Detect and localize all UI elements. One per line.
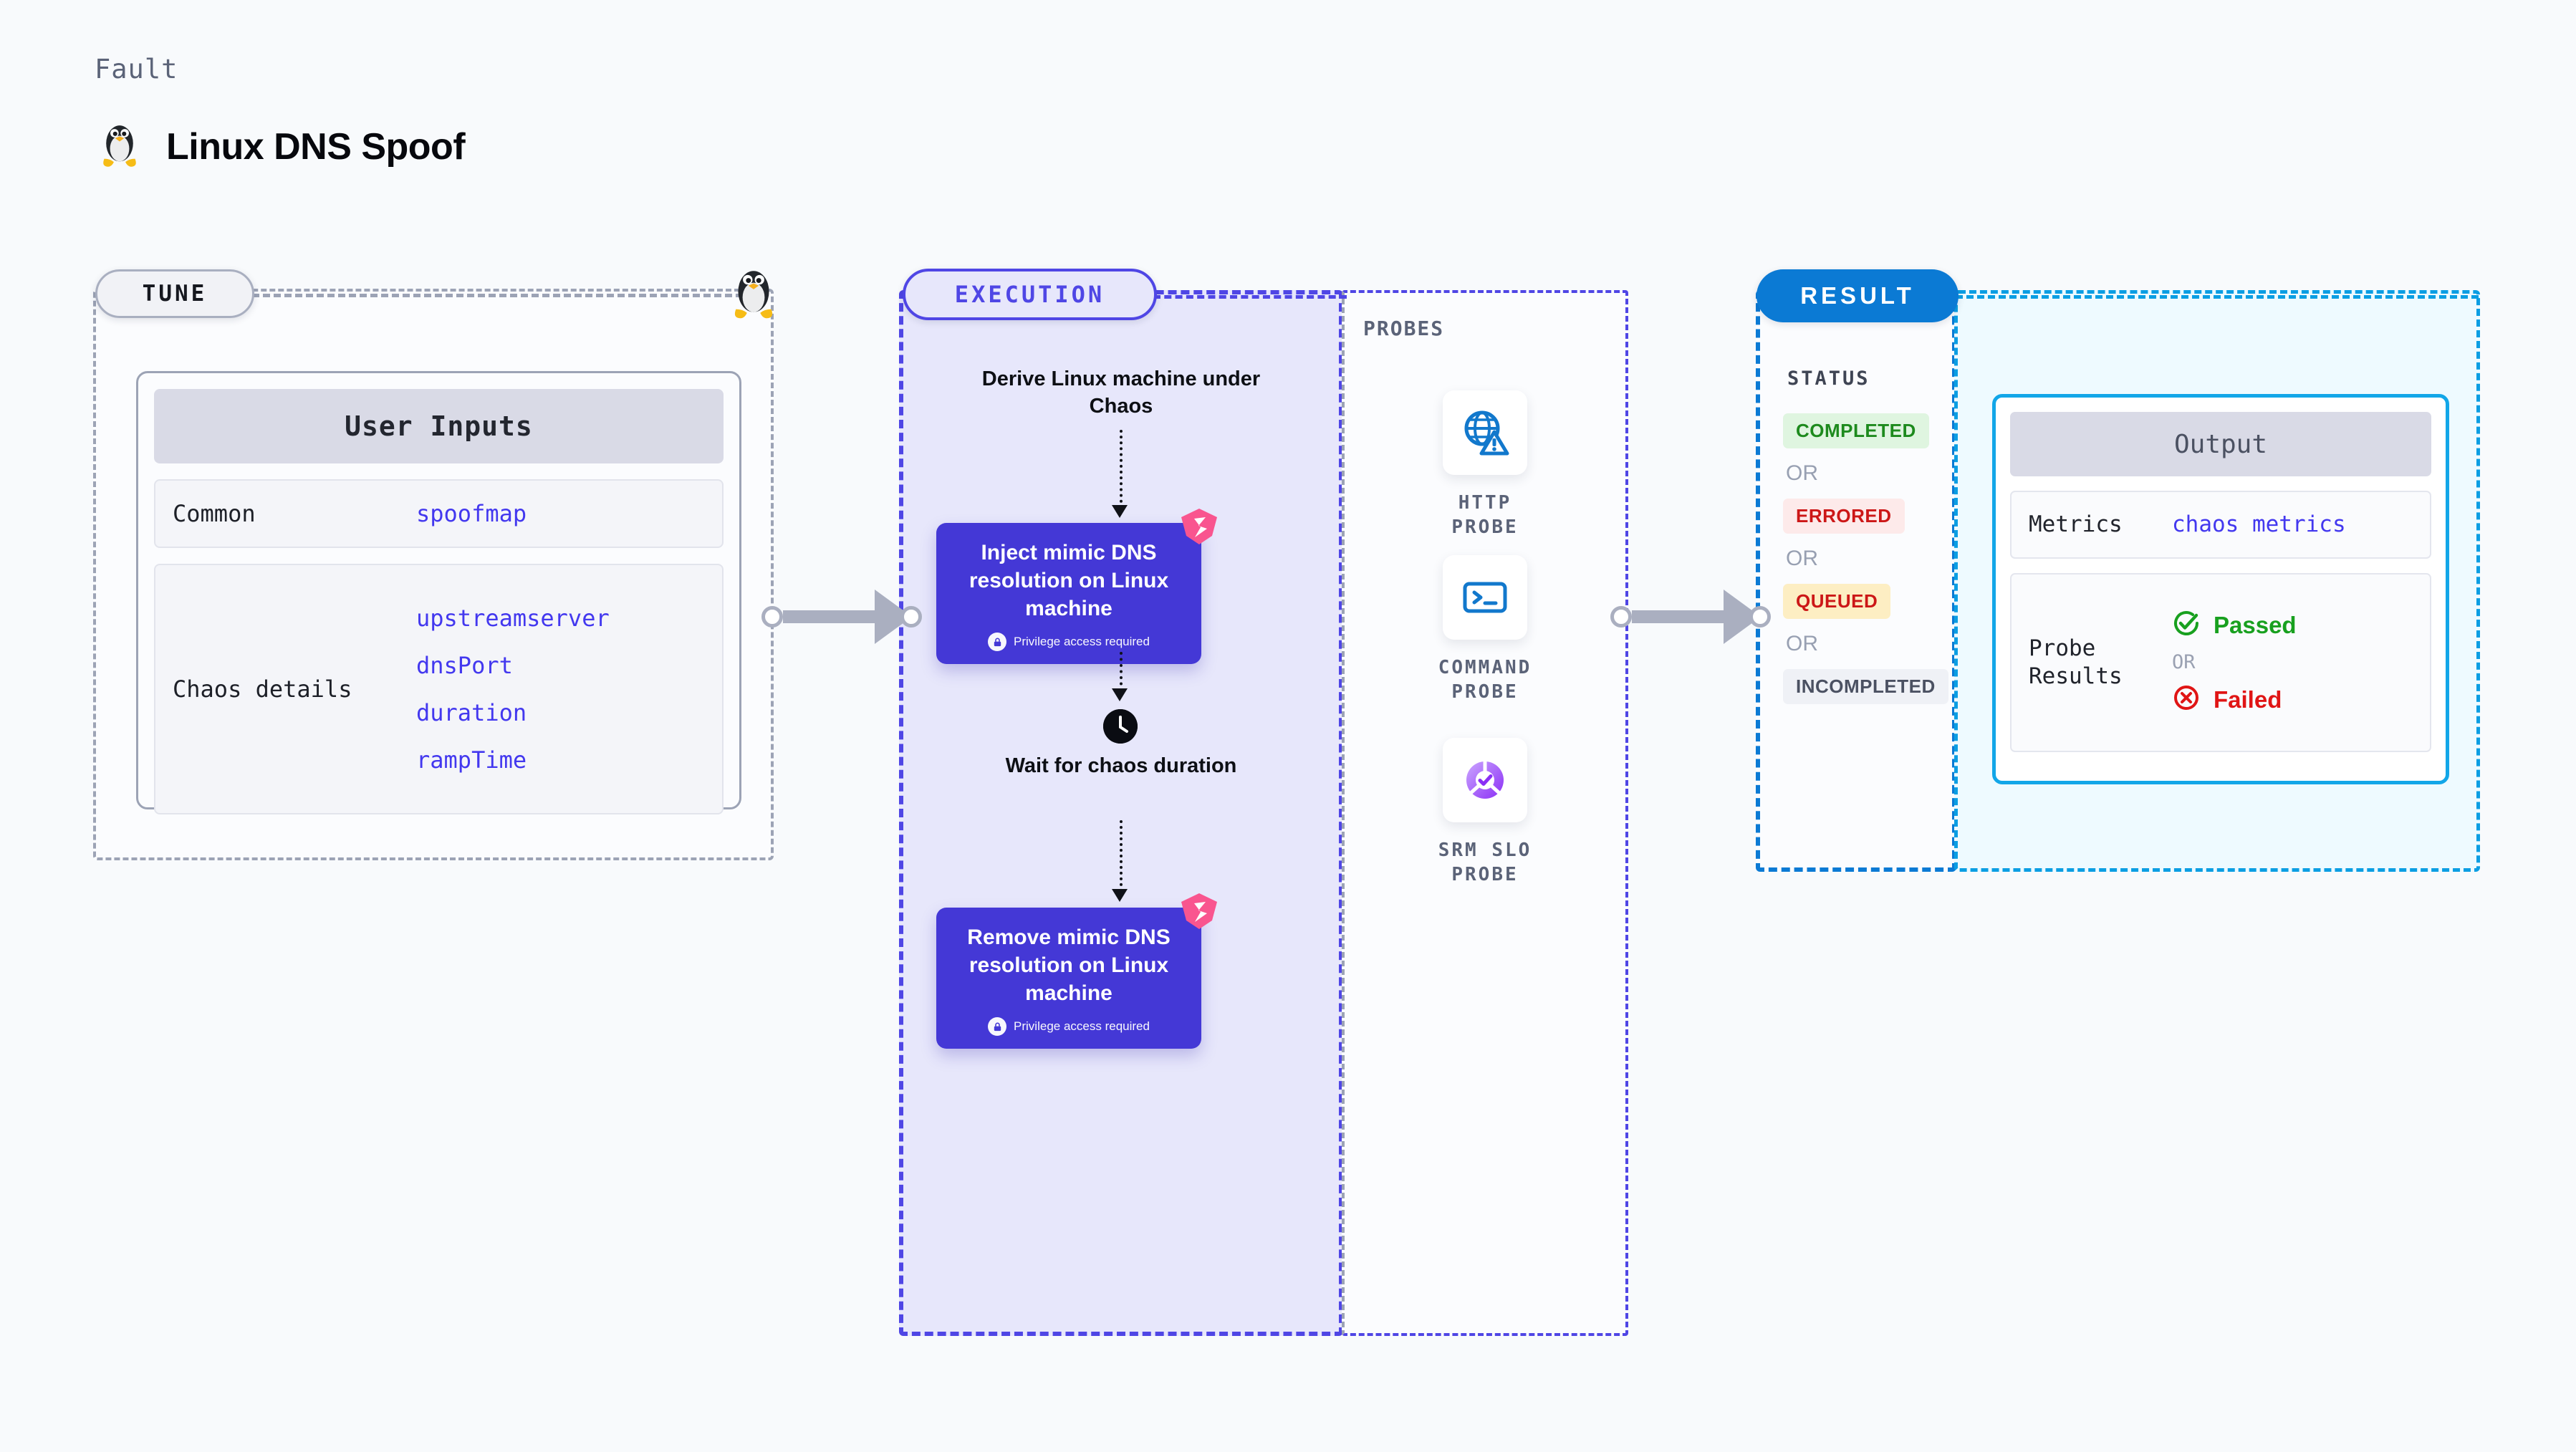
flow-connector-1 bbox=[1120, 430, 1123, 509]
result-dashed-connector bbox=[1956, 295, 2479, 299]
user-inputs-title: User Inputs bbox=[154, 389, 724, 463]
status-list: COMPLETED OR ERRORED OR QUEUED OR INCOMP… bbox=[1783, 413, 1948, 704]
probes-title: PROBES bbox=[1363, 317, 1445, 340]
x-circle-icon bbox=[2172, 683, 2201, 716]
connector-start-dot bbox=[1610, 606, 1632, 628]
tune-pill-label[interactable]: TUNE bbox=[95, 269, 254, 318]
flow-arrow-1 bbox=[1112, 505, 1128, 518]
remove-step-note-row: Privilege access required bbox=[952, 1017, 1186, 1036]
probe-result-or: OR bbox=[2172, 651, 2196, 674]
inject-step-title: Inject mimic DNS resolution on Linux mac… bbox=[969, 541, 1169, 620]
tune-value: dnsPort bbox=[416, 652, 513, 679]
probe-label: HTTP PROBE bbox=[1451, 492, 1519, 539]
tune-value: upstreamserver bbox=[416, 605, 610, 632]
user-inputs-card: User Inputs Common spoofmap Chaos detail… bbox=[136, 371, 741, 814]
flow-arrow-2 bbox=[1112, 688, 1128, 701]
probe-result-options: Passed OR Failed bbox=[2172, 609, 2297, 716]
remove-step-note: Privilege access required bbox=[1014, 1019, 1150, 1033]
inject-step-box[interactable]: Inject mimic DNS resolution on Linux mac… bbox=[936, 509, 1217, 664]
flow-arrow-3 bbox=[1112, 889, 1128, 902]
lock-icon bbox=[988, 1017, 1007, 1036]
globe-alert-icon bbox=[1443, 390, 1527, 475]
terminal-icon bbox=[1443, 555, 1527, 640]
status-badge-errored: ERRORED bbox=[1783, 499, 1905, 534]
connector-shaft bbox=[1632, 610, 1725, 623]
remove-step-title: Remove mimic DNS resolution on Linux mac… bbox=[967, 925, 1171, 1005]
tune-dashed-connector bbox=[252, 294, 754, 297]
output-card: Output Metrics chaos metrics Probe Resul… bbox=[1992, 394, 2449, 784]
inject-step-note: Privilege access required bbox=[1014, 635, 1150, 648]
tune-value: rampTime bbox=[416, 746, 527, 774]
chaos-badge-icon bbox=[1177, 504, 1221, 549]
clock-icon bbox=[1103, 709, 1138, 744]
linux-penguin-icon bbox=[99, 120, 140, 173]
lock-icon bbox=[988, 633, 1007, 651]
output-row-key: Probe Results bbox=[2029, 635, 2123, 689]
slo-check-icon bbox=[1443, 738, 1527, 822]
status-badge-incompleted: INCOMPLETED bbox=[1783, 669, 1948, 704]
status-or: OR bbox=[1786, 632, 1818, 655]
tune-row-chaos-details: Chaos details upstreamserver dnsPort dur… bbox=[154, 564, 724, 814]
probe-result-failed: Failed bbox=[2172, 683, 2297, 716]
tune-value: spoofmap bbox=[416, 500, 527, 527]
flow-connector-3 bbox=[1120, 820, 1123, 892]
inject-step-note-row: Privilege access required bbox=[952, 633, 1186, 651]
connector-shaft bbox=[783, 610, 876, 623]
status-badge-queued: QUEUED bbox=[1783, 584, 1891, 619]
status-or: OR bbox=[1786, 461, 1818, 485]
output-row-probe-results: Probe Results Passed OR bbox=[2010, 572, 2431, 752]
tune-row-values: upstreamserver dnsPort duration rampTime bbox=[416, 605, 610, 774]
probe-srm-slo[interactable]: SRM SLO PROBE bbox=[1421, 738, 1549, 888]
chaos-badge-icon bbox=[1177, 889, 1221, 933]
check-circle-icon bbox=[2172, 609, 2201, 641]
connector-tune-to-execution bbox=[761, 590, 922, 644]
status-or: OR bbox=[1786, 547, 1818, 570]
probe-command[interactable]: COMMAND PROBE bbox=[1421, 555, 1549, 705]
status-title: STATUS bbox=[1787, 367, 1870, 390]
probe-http[interactable]: HTTP PROBE bbox=[1421, 390, 1549, 540]
output-row-value: chaos metrics bbox=[2172, 511, 2346, 538]
failed-label: Failed bbox=[2214, 686, 2282, 713]
output-row-metrics: Metrics chaos metrics bbox=[2010, 491, 2431, 559]
derive-caption: Derive Linux machine under Chaos bbox=[981, 367, 1261, 418]
tune-row-values: spoofmap bbox=[416, 500, 527, 527]
status-badge-completed: COMPLETED bbox=[1783, 413, 1929, 448]
connector-end-dot bbox=[1749, 606, 1771, 628]
page-title: Linux DNS Spoof bbox=[166, 125, 466, 168]
page-kicker: Fault bbox=[95, 54, 178, 85]
output-title: Output bbox=[2010, 412, 2431, 476]
flow-connector-2 bbox=[1120, 652, 1123, 691]
probe-result-passed: Passed bbox=[2172, 609, 2297, 641]
passed-label: Passed bbox=[2214, 611, 2297, 638]
wait-caption: Wait for chaos duration bbox=[1005, 754, 1237, 777]
probe-label: COMMAND PROBE bbox=[1438, 657, 1532, 703]
probe-label: SRM SLO PROBE bbox=[1438, 840, 1532, 886]
page-title-row: Linux DNS Spoof bbox=[99, 120, 466, 173]
remove-step-box[interactable]: Remove mimic DNS resolution on Linux mac… bbox=[936, 893, 1217, 1049]
output-row-key: Metrics bbox=[2029, 511, 2123, 537]
result-pill-label[interactable]: RESULT bbox=[1756, 269, 1959, 322]
execution-pill-label[interactable]: EXECUTION bbox=[903, 269, 1157, 320]
linux-penguin-corner-icon bbox=[729, 265, 778, 321]
tune-row-key: Common bbox=[173, 500, 256, 527]
tune-row-key: Chaos details bbox=[173, 675, 352, 703]
tune-row-common: Common spoofmap bbox=[154, 479, 724, 548]
tune-value: duration bbox=[416, 699, 527, 726]
connector-start-dot bbox=[761, 606, 783, 628]
connector-probes-to-result bbox=[1610, 590, 1771, 644]
connector-end-dot bbox=[900, 606, 922, 628]
execution-dashed-connector bbox=[1153, 295, 1347, 299]
